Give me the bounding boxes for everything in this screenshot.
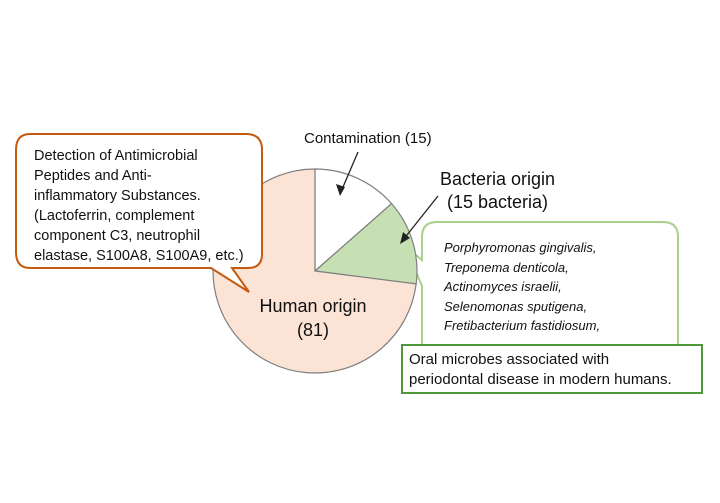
bacteria-arrow bbox=[402, 195, 439, 241]
species-list: Porphyromonas gingivalis, Treponema dent… bbox=[444, 238, 600, 336]
human-callout-text: Detection of Antimicrobial Peptides and … bbox=[34, 146, 244, 266]
bacteria-label-line: Bacteria origin bbox=[440, 169, 556, 189]
bacteria-arrow-head bbox=[400, 232, 410, 244]
summary-line: periodontal disease in modern humans. bbox=[409, 371, 672, 388]
species-item: Fretibacterium fastidiosum, bbox=[444, 318, 601, 333]
human-callout-bubble bbox=[15, 133, 263, 293]
species-item: Porphyromonas gingivalis, bbox=[444, 240, 597, 255]
bacteria-origin-label: Bacteria origin (15 bacteria) bbox=[440, 168, 555, 214]
human-origin-label: Human origin (81) bbox=[250, 294, 376, 342]
summary-line: Oral microbes associated with bbox=[409, 351, 610, 368]
callout-line: component C3, neutrophil bbox=[34, 228, 201, 244]
callout-line: inflammatory Substances. bbox=[34, 188, 201, 204]
bacteria-label-line: (15 bacteria) bbox=[447, 192, 549, 212]
pie-slices bbox=[212, 168, 418, 374]
callout-line: (Lactoferrin, complement bbox=[34, 208, 195, 224]
summary-box: Oral microbes associated with periodonta… bbox=[401, 344, 703, 394]
species-item: Treponema denticola, bbox=[444, 259, 569, 275]
slice-contamination bbox=[314, 168, 393, 273]
slice-bacteria-origin bbox=[313, 202, 418, 285]
callout-line: elastase, S100A8, S100A9, etc.) bbox=[34, 248, 244, 264]
contamination-label: Contamination (15) bbox=[304, 130, 432, 147]
human-label-line: Human origin bbox=[259, 296, 367, 316]
callout-line: Detection of Antimicrobial bbox=[34, 148, 198, 164]
species-item: Selenomonas sputigena, bbox=[444, 298, 588, 314]
bacteria-callout-bubble bbox=[404, 221, 679, 346]
human-label-line: (81) bbox=[296, 320, 329, 340]
callout-line: Peptides and Anti- bbox=[34, 168, 152, 184]
species-item: Actinomyces israelii, bbox=[444, 279, 562, 294]
contamination-arrow-head bbox=[336, 184, 345, 196]
